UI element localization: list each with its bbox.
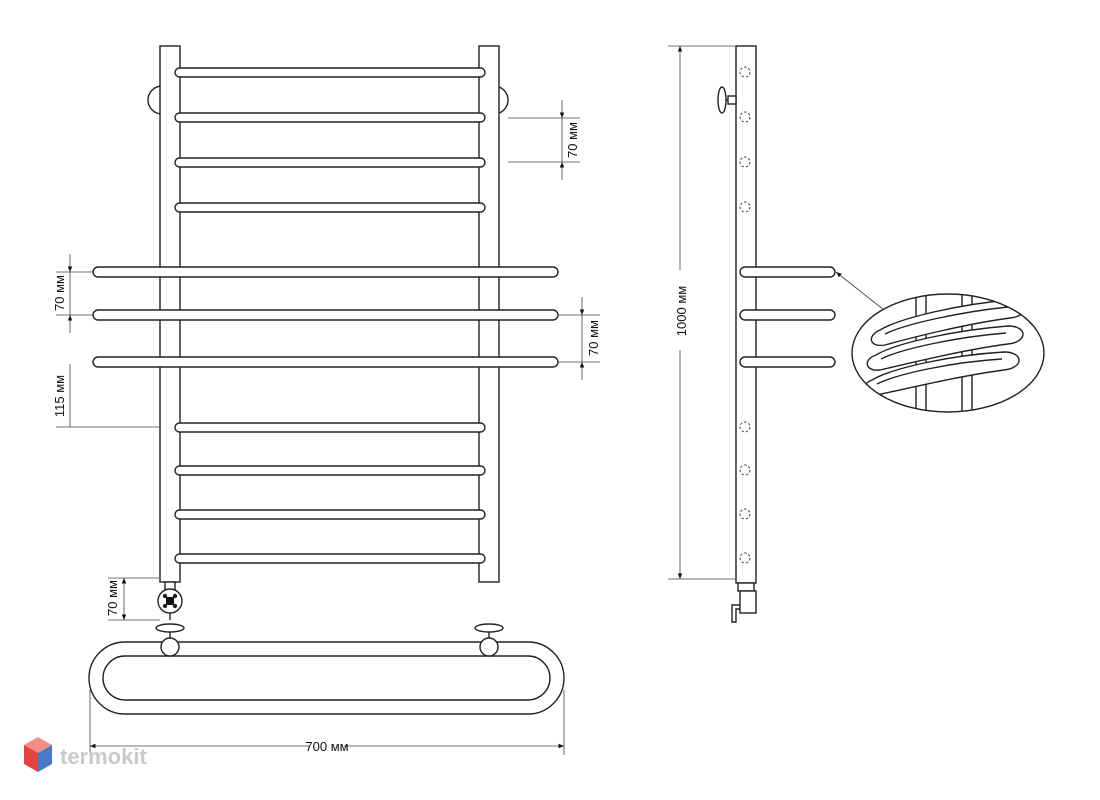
left-mount-top — [155, 623, 185, 657]
brand-name: termokit — [60, 744, 147, 769]
width-label: 700 мм — [305, 739, 348, 754]
brand-logo: termokit — [24, 737, 147, 772]
dimension-height: 1000 мм — [668, 45, 736, 580]
side-view: 1000 мм — [668, 45, 885, 623]
dimension-bottom-connection: 70 мм — [105, 577, 160, 621]
side-wall-bracket — [717, 86, 737, 114]
rung — [174, 553, 486, 564]
rung — [174, 509, 486, 520]
right-mount-top — [474, 623, 504, 657]
dimension-right-step: 70 мм — [558, 297, 601, 380]
shelf-rail — [92, 266, 559, 278]
side-heating-connector — [731, 582, 757, 623]
outer-loop — [88, 641, 565, 715]
left-step-label: 70 мм — [52, 275, 67, 311]
heating-element-connector — [157, 581, 183, 620]
detail-zoom — [851, 293, 1045, 413]
top-view: 700 мм — [88, 623, 565, 755]
cube-logo-icon — [24, 737, 52, 772]
side-shelves — [739, 266, 836, 368]
dimension-width: 700 мм — [89, 690, 565, 755]
shelf-rail — [92, 356, 559, 368]
left-gap-label: 115 мм — [52, 375, 67, 417]
shelf-rail — [92, 309, 559, 321]
rung-ends — [739, 66, 751, 564]
height-label: 1000 мм — [674, 286, 689, 336]
rung — [174, 202, 486, 213]
left-wall-mount — [147, 85, 163, 115]
dimension-top-step: 70 мм — [508, 100, 580, 180]
shelf-rails — [92, 266, 559, 368]
rung — [174, 112, 486, 123]
rung — [174, 67, 486, 78]
callout-leader — [835, 271, 885, 311]
right-step-label: 70 мм — [586, 320, 601, 356]
rung — [174, 465, 486, 476]
top-step-label: 70 мм — [565, 122, 580, 158]
dimension-left-step: 70 мм — [52, 254, 93, 333]
inner-loop — [102, 655, 551, 701]
rung — [174, 157, 486, 168]
dimension-left-gap: 115 мм — [52, 364, 160, 428]
short-rungs — [174, 67, 486, 564]
front-view: 70 мм 70 мм 70 мм 115 мм — [52, 45, 601, 621]
bottom-connection-label: 70 мм — [105, 580, 120, 616]
rung — [174, 422, 486, 433]
